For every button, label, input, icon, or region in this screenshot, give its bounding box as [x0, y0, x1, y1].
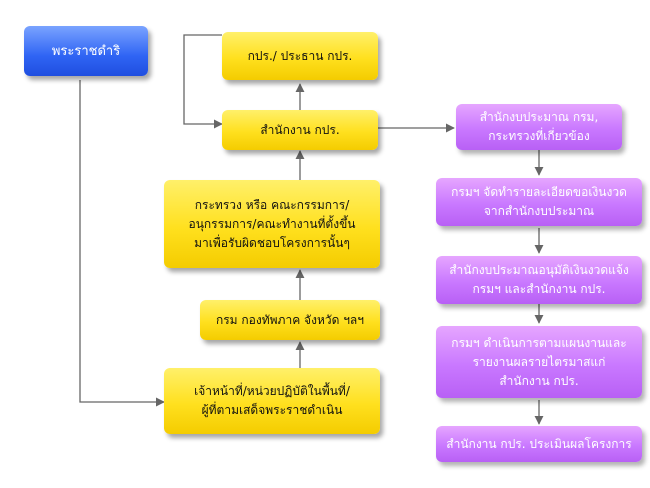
- chairman-loop-line: [183, 34, 223, 129]
- dept-implementation-label: กรมฯ ดำเนินการตามแผนงานและ รายงานผลรายไต…: [451, 335, 627, 388]
- cpr-chairman-label: กปร./ ประธาน กปร.: [247, 48, 353, 63]
- budget-approval-box: สำนักงบประมาณอนุมัติเงินงวดแจ้ง กรมฯ และ…: [436, 256, 642, 304]
- field-officers-box: เจ้าหน้าที่/หน่วยปฏิบัติในพื้นที่/ ผู้ที…: [164, 368, 380, 434]
- start-royal-initiative-box: พระราชดำริ: [24, 26, 148, 76]
- ministry-committee-label: กระทรวง หรือ คณะกรรมการ/ อนุกรรมการ/คณะท…: [188, 197, 356, 250]
- ministry-committee-box: กระทรวง หรือ คณะกรรมการ/ อนุกรรมการ/คณะท…: [164, 180, 380, 268]
- start-box-label: พระราชดำริ: [51, 43, 121, 59]
- field-officers-label: เจ้าหน้าที่/หน่วยปฏิบัติในพื้นที่/ ผู้ที…: [194, 384, 350, 417]
- departments-label: กรม กองทัพภาค จังหวัด ฯลฯ: [215, 312, 365, 327]
- dept-budget-detail-label: กรมฯ จัดทำรายละเอียดขอเงินงวด จากสำนักงบ…: [451, 185, 627, 218]
- cpr-evaluation-label: สำนักงาน กปร. ประเมินผลโครงการ: [446, 436, 632, 451]
- departments-box: กรม กองทัพภาค จังหวัด ฯลฯ: [200, 300, 380, 340]
- cpr-chairman-box: กปร./ ประธาน กปร.: [222, 32, 378, 80]
- budget-bureau-label: สำนักงบประมาณ กรม, กระทรวงที่เกี่ยวข้อง: [479, 110, 599, 143]
- dept-implementation-box: กรมฯ ดำเนินการตามแผนงานและ รายงานผลรายไต…: [436, 326, 642, 398]
- cpr-evaluation-box: สำนักงาน กปร. ประเมินผลโครงการ: [436, 426, 642, 462]
- cpr-office-label: สำนักงาน กปร.: [260, 122, 340, 137]
- budget-bureau-box: สำนักงบประมาณ กรม, กระทรวงที่เกี่ยวข้อง: [456, 104, 622, 150]
- budget-approval-label: สำนักงบประมาณอนุมัติเงินงวดแจ้ง กรมฯ และ…: [449, 263, 629, 296]
- start-to-field-officers-line: [79, 80, 165, 407]
- dept-budget-detail-box: กรมฯ จัดทำรายละเอียดขอเงินงวด จากสำนักงบ…: [436, 178, 642, 226]
- cpr-office-box: สำนักงาน กปร.: [222, 110, 378, 150]
